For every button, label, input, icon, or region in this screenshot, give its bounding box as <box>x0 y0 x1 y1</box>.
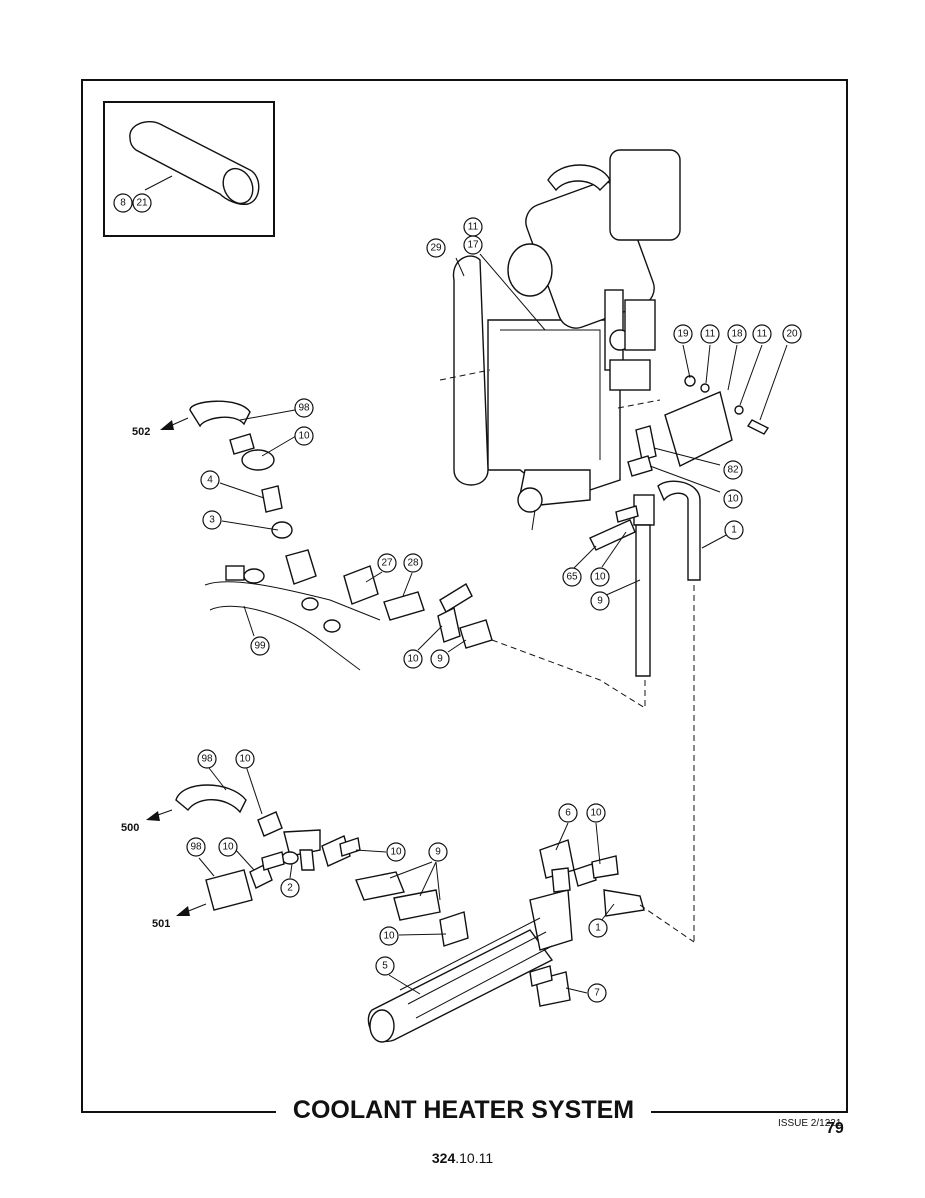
svg-text:82: 82 <box>727 465 739 476</box>
callout-98: 98 <box>294 398 314 418</box>
callout-9: 9 <box>590 591 610 611</box>
svg-text:8: 8 <box>120 198 126 209</box>
svg-text:9: 9 <box>597 596 603 607</box>
callout-11: 11 <box>752 324 772 344</box>
callout-1: 1 <box>588 918 608 938</box>
heater-unit-drawing <box>439 149 681 531</box>
inset-detail-box <box>103 101 275 237</box>
reference-500: 500 <box>121 822 139 834</box>
page-number: 79 <box>826 1120 844 1137</box>
callout-2: 2 <box>280 878 300 898</box>
callout-5: 5 <box>375 956 395 976</box>
document-number-bold: 324 <box>431 1150 456 1166</box>
svg-text:10: 10 <box>383 931 395 942</box>
callout-9: 9 <box>428 842 448 862</box>
svg-text:1: 1 <box>731 525 737 536</box>
svg-text:28: 28 <box>407 558 419 569</box>
callout-10: 10 <box>386 842 406 862</box>
svg-text:10: 10 <box>727 494 739 505</box>
svg-text:10: 10 <box>594 572 606 583</box>
svg-text:11: 11 <box>757 329 768 340</box>
svg-text:10: 10 <box>390 847 402 858</box>
callout-4: 4 <box>200 470 220 490</box>
svg-text:6: 6 <box>565 808 571 819</box>
page-title: COOLANT HEATER SYSTEM <box>276 1096 651 1125</box>
svg-text:20: 20 <box>786 329 798 340</box>
svg-text:98: 98 <box>298 403 310 414</box>
callout-6: 6 <box>558 803 578 823</box>
callout-11: 11 <box>463 217 483 237</box>
svg-text:1: 1 <box>595 923 601 934</box>
callout-10: 10 <box>586 803 606 823</box>
callout-65: 65 <box>562 567 582 587</box>
svg-text:99: 99 <box>254 641 266 652</box>
svg-text:10: 10 <box>298 431 310 442</box>
callout-10: 10 <box>723 489 743 509</box>
document-number-rest: .10.11 <box>455 1150 494 1166</box>
reference-arrows <box>146 417 207 916</box>
reference-501: 501 <box>152 918 170 930</box>
reference-labels: 502 500 501 <box>121 426 170 930</box>
callout-10: 10 <box>403 649 423 669</box>
callout-29: 29 <box>426 238 446 258</box>
callout-11: 11 <box>700 324 720 344</box>
svg-text:2: 2 <box>287 883 293 894</box>
callout-21: 21 <box>132 193 152 213</box>
issue-label: ISSUE 2/1221 <box>778 1118 842 1129</box>
callout-10: 10 <box>379 926 399 946</box>
callout-82: 82 <box>723 460 743 480</box>
document-number: 324.10.11 <box>0 1150 925 1166</box>
right-hoses-drawing <box>589 425 701 942</box>
callouts: 8 21 29 11 17 19 11 18 11 20 98 10 4 3 2… <box>113 193 802 1003</box>
svg-text:9: 9 <box>437 654 443 665</box>
lower-assembly-drawing <box>175 784 695 1043</box>
leader-lines <box>198 253 788 995</box>
svg-text:18: 18 <box>731 329 743 340</box>
svg-text:7: 7 <box>594 988 600 999</box>
svg-text:11: 11 <box>705 329 716 340</box>
svg-text:65: 65 <box>566 572 578 583</box>
callout-99: 99 <box>250 636 270 656</box>
callout-10: 10 <box>294 426 314 446</box>
callout-27: 27 <box>377 553 397 573</box>
callout-98: 98 <box>186 837 206 857</box>
svg-text:98: 98 <box>190 842 202 853</box>
svg-text:10: 10 <box>590 808 602 819</box>
svg-text:21: 21 <box>136 198 148 209</box>
callout-10: 10 <box>235 749 255 769</box>
left-upper-assembly-drawing <box>189 400 646 709</box>
callout-17: 17 <box>463 235 483 255</box>
svg-text:10: 10 <box>407 654 419 665</box>
svg-text:10: 10 <box>239 754 251 765</box>
svg-text:19: 19 <box>677 329 689 340</box>
callout-98: 98 <box>197 749 217 769</box>
inset-hose-drawing <box>129 120 260 206</box>
svg-text:27: 27 <box>381 558 393 569</box>
svg-text:3: 3 <box>209 515 215 526</box>
callout-28: 28 <box>403 553 423 573</box>
svg-text:5: 5 <box>382 961 388 972</box>
svg-text:10: 10 <box>222 842 234 853</box>
callout-10: 10 <box>218 837 238 857</box>
svg-text:98: 98 <box>201 754 213 765</box>
callout-8: 8 <box>113 193 133 213</box>
callout-9: 9 <box>430 649 450 669</box>
callout-3: 3 <box>202 510 222 530</box>
svg-text:11: 11 <box>468 222 479 233</box>
callout-18: 18 <box>727 324 747 344</box>
svg-text:29: 29 <box>430 243 442 254</box>
callout-10: 10 <box>590 567 610 587</box>
callout-20: 20 <box>782 324 802 344</box>
svg-text:4: 4 <box>207 475 213 486</box>
reference-502: 502 <box>132 426 150 438</box>
callout-19: 19 <box>673 324 693 344</box>
svg-text:9: 9 <box>435 847 441 858</box>
callout-1: 1 <box>724 520 744 540</box>
cover-plate-drawing <box>664 375 770 468</box>
svg-text:17: 17 <box>467 240 479 251</box>
callout-7: 7 <box>587 983 607 1003</box>
